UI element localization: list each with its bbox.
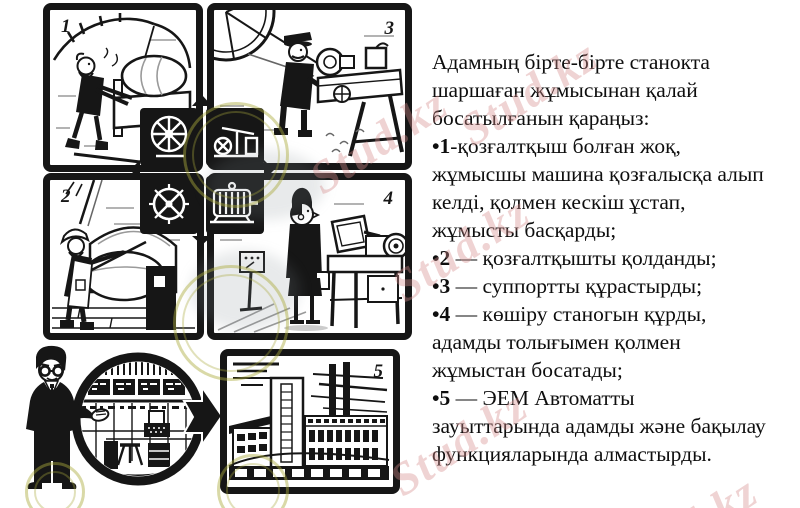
- panel-4-number: 4: [383, 188, 394, 209]
- spoked-flywheel-icon: [150, 115, 188, 158]
- presentation-graphic: [26, 345, 224, 489]
- operator-figure: [284, 187, 330, 331]
- teletype: [144, 410, 170, 437]
- text-line: функцияларында алмастырды.: [432, 442, 712, 466]
- watermark-text: Stud.kz: [610, 464, 767, 508]
- text-line: келді, қолмен кескіш ұстап,: [432, 190, 686, 214]
- drive-belt: [65, 180, 103, 227]
- text-line-bullet-2: •2 — қозғалтқышты қолданды;: [432, 246, 717, 270]
- panel-3-number: 3: [384, 18, 395, 39]
- spring-pole: [52, 13, 192, 83]
- text-line: жұмысшы машина қозғалысқа алып: [432, 162, 764, 186]
- text-line: жұмысты басқарды;: [432, 218, 617, 242]
- support-lathe-illustration: [214, 10, 404, 157]
- text-line: зауыттарында адамды және бақылау: [432, 414, 766, 438]
- stool: [116, 443, 144, 466]
- electric-motor-icon: [210, 181, 258, 224]
- copying-machine-illustration: [217, 187, 405, 333]
- lesson-text: Адамның бірте-бірте станокта шаршаған жұ…: [432, 48, 798, 468]
- arrow-down-icon: [192, 236, 212, 245]
- panel-2: 2: [43, 173, 204, 340]
- steam-engine-icon: [213, 126, 259, 158]
- panel-5: 5: [220, 349, 400, 494]
- arrow-right-icon: [264, 160, 274, 180]
- access-road: [228, 452, 390, 467]
- floor-cabinet-right: [148, 443, 170, 467]
- cross-arrowheads: [130, 95, 274, 245]
- side-building: [229, 416, 272, 471]
- computer-cabinets-row: [88, 379, 185, 395]
- lathe-with-support: [315, 42, 404, 157]
- toothed-gear-icon: [149, 184, 189, 224]
- copying-machine: [326, 214, 405, 328]
- text-line: адамды толығымен қолмен: [432, 330, 681, 354]
- text-line-bullet-1: •1-қозғалтқыш болған жоқ,: [432, 134, 681, 158]
- base-band: [229, 466, 389, 480]
- panel-5-number: 5: [373, 361, 384, 382]
- computer-room-scene: [8, 343, 230, 506]
- belt-machine-illustration: [52, 180, 195, 330]
- apron-worker-figure: [59, 228, 147, 330]
- floor-cabinet-left: [104, 441, 118, 469]
- sky-streaks: [233, 362, 388, 413]
- panel-2-number: 2: [61, 186, 71, 207]
- text-line: босатылғанын қараңыз:: [432, 106, 650, 130]
- arrow-left-icon: [130, 160, 140, 180]
- text-line-bullet-3: •3 — суппортты құрастырды;: [432, 274, 703, 298]
- hub-graphic: [130, 95, 274, 245]
- panel-4: 4: [207, 173, 412, 340]
- panel-1-number: 1: [61, 16, 71, 37]
- power-evolution-hub: [128, 94, 276, 246]
- arrow-right-icon: [182, 383, 224, 449]
- factory-illustration: [228, 362, 390, 480]
- metal-chips: [325, 128, 365, 153]
- steam-swirls: [103, 47, 119, 67]
- panel-3: 3: [207, 3, 412, 170]
- control-pedestal: [239, 251, 265, 312]
- text-line: Адамның бірте-бірте станокта: [432, 50, 710, 74]
- text-line: жұмыстан босатады;: [432, 358, 623, 382]
- text-line-bullet-5: •5 — ЭЕМ Автоматты: [432, 386, 635, 410]
- text-line: шаршаған жұмысынан қалай: [432, 78, 698, 102]
- arrow-up-icon: [192, 95, 212, 106]
- old-craftsman-figure: [65, 52, 133, 150]
- text-line-bullet-4: •4 — көшіру станогын құрды,: [432, 302, 707, 326]
- engineer-figure: [26, 345, 110, 489]
- factory-chimneys: [329, 362, 350, 424]
- hatch-lines: [56, 39, 176, 147]
